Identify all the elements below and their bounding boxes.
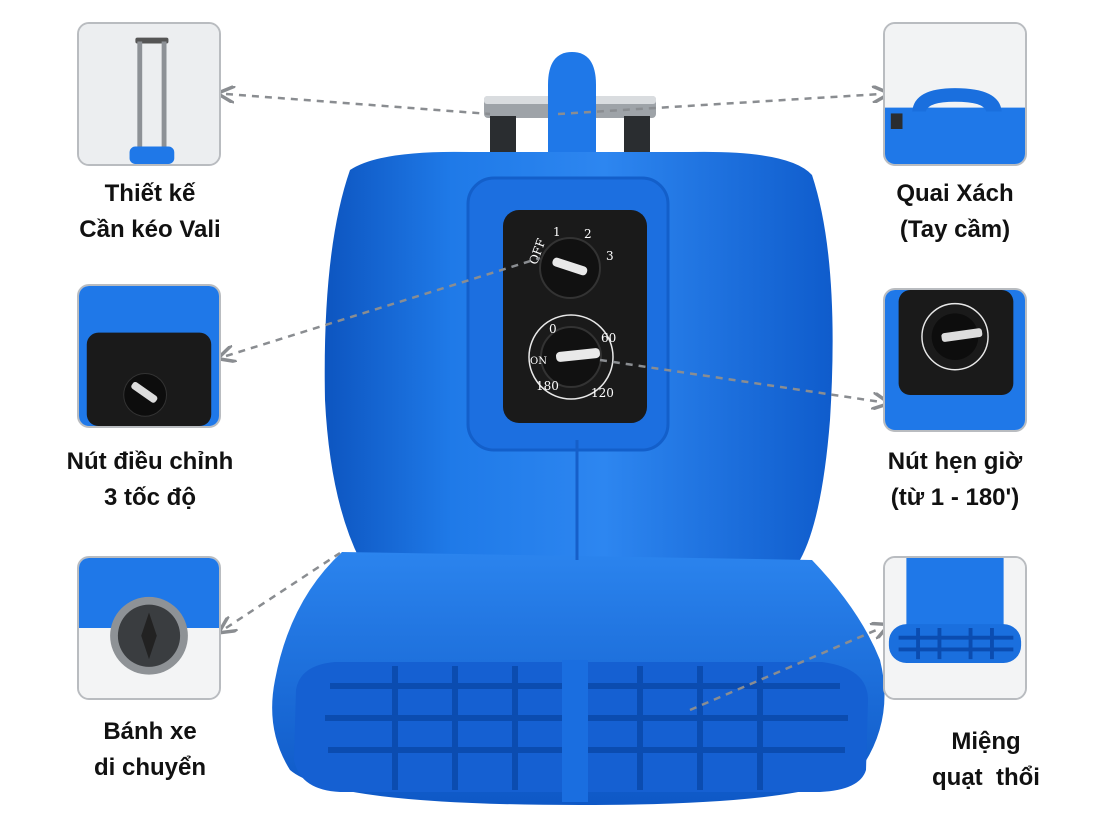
caption-trolley-handle: Thiết kế Cần kéo Vali bbox=[40, 176, 260, 248]
caption-speed-knob: Nút điều chỉnh 3 tốc độ bbox=[40, 444, 260, 516]
speed-knob-thumbnail bbox=[77, 284, 221, 428]
caption-carry-line2: (Tay cầm) bbox=[899, 216, 1011, 243]
timer-knob-thumbnail bbox=[883, 288, 1027, 432]
caption-carry-line1: Quai Xách bbox=[896, 180, 1014, 207]
caption-wheel-line1: Bánh xe bbox=[103, 718, 197, 745]
caption-trolley-line2: Cần kéo Vali bbox=[79, 216, 221, 243]
outlet-grille bbox=[294, 660, 868, 802]
caption-outlet-line1: Miệng bbox=[951, 728, 1021, 755]
caption-timer-knob: Nút hẹn giờ (từ 1 - 180') bbox=[845, 444, 1065, 516]
caption-carry-handle: Quai Xách (Tay cầm) bbox=[845, 176, 1065, 248]
wheel-thumbnail bbox=[77, 556, 221, 700]
caption-timer-line1: Nút hẹn giờ bbox=[887, 448, 1023, 475]
caption-speed-line1: Nút điều chỉnh bbox=[66, 448, 234, 475]
caption-trolley-line1: Thiết kế bbox=[104, 180, 196, 207]
caption-wheel-line2: di chuyển bbox=[93, 754, 207, 781]
caption-timer-line2: (từ 1 - 180') bbox=[890, 484, 1020, 511]
caption-outlet: Miệng quạt thổi bbox=[876, 724, 1096, 796]
caption-outlet-line2: quạt thổi bbox=[932, 764, 1040, 791]
caption-wheel: Bánh xe di chuyển bbox=[40, 714, 260, 786]
carry-handle-thumbnail bbox=[883, 22, 1027, 166]
caption-speed-line2: 3 tốc độ bbox=[103, 484, 196, 511]
outlet-thumbnail bbox=[883, 556, 1027, 700]
trolley-handle-thumbnail bbox=[77, 22, 221, 166]
